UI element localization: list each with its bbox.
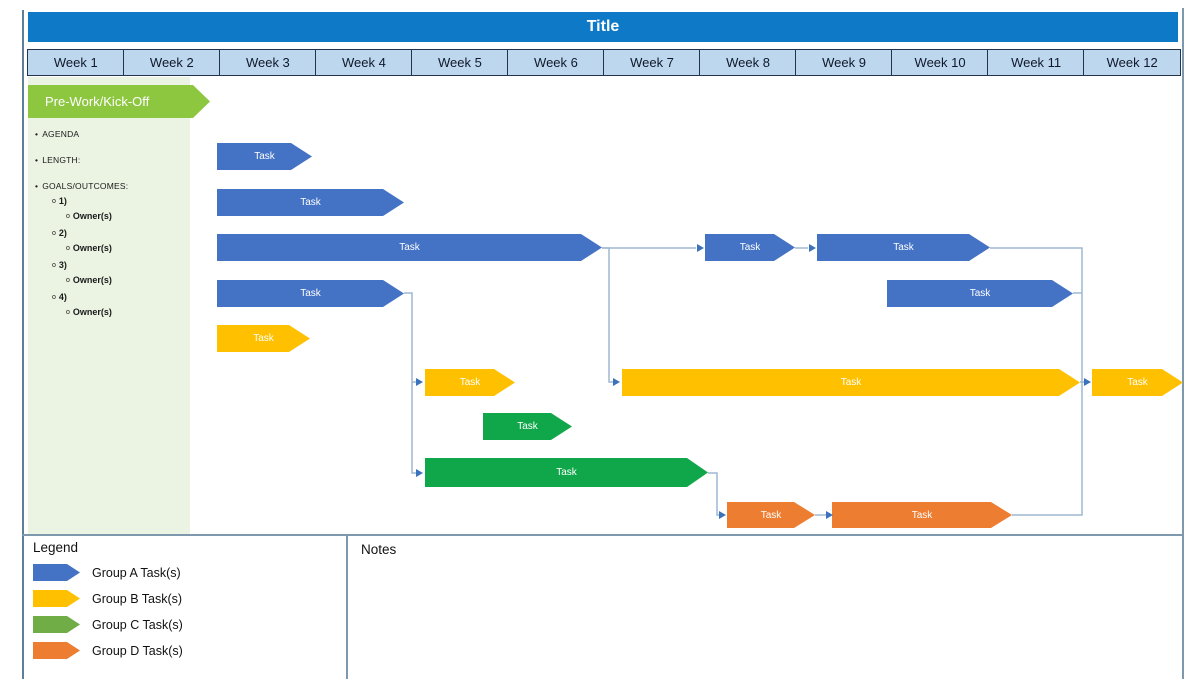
legend-title: Legend — [33, 540, 79, 555]
week-cell: Week 11 — [987, 49, 1085, 76]
week-cell: Week 8 — [699, 49, 797, 76]
sidebar-item: LENGTH: — [35, 155, 190, 166]
legend-swatch-icon — [33, 590, 80, 607]
task-arrow-a2[interactable]: Task — [217, 189, 404, 216]
legend-label: Group C Task(s) — [92, 617, 183, 632]
footer-divider — [22, 534, 1183, 536]
agenda-sidebar: AGENDALENGTH:GOALS/OUTCOMES:1)Owner(s)2)… — [28, 77, 190, 534]
task-arrow-a4[interactable]: Task — [705, 234, 795, 261]
week-cell: Week 2 — [123, 49, 221, 76]
legend-label: Group B Task(s) — [92, 591, 183, 606]
legend-box: Legend Group A Task(s)Group B Task(s)Gro… — [33, 540, 183, 659]
week-cell: Week 10 — [891, 49, 989, 76]
task-arrow-a5[interactable]: Task — [817, 234, 990, 261]
sidebar-item: Owner(s) — [66, 306, 190, 321]
task-arrow-b4[interactable]: Task — [1092, 369, 1183, 396]
task-arrow-d2[interactable]: Task — [832, 502, 1012, 528]
legend-swatch-icon — [33, 642, 80, 659]
page-border-right — [1182, 8, 1184, 679]
sidebar-item: 1) — [52, 195, 190, 210]
week-cell: Week 7 — [603, 49, 701, 76]
legend-notes-divider — [346, 534, 348, 679]
legend-swatch-icon — [33, 616, 80, 633]
legend-swatch-icon — [33, 564, 80, 581]
task-arrow-a6[interactable]: Task — [217, 280, 404, 307]
task-arrow-a7[interactable]: Task — [887, 280, 1073, 307]
task-arrow-c2[interactable]: Task — [425, 458, 708, 487]
week-cell: Week 4 — [315, 49, 413, 76]
week-cell: Week 5 — [411, 49, 509, 76]
task-arrow-b3[interactable]: Task — [622, 369, 1080, 396]
task-arrow-c1[interactable]: Task — [483, 413, 572, 440]
task-arrow-d1[interactable]: Task — [727, 502, 815, 528]
legend-label: Group A Task(s) — [92, 565, 181, 580]
task-arrow-b1[interactable]: Task — [217, 325, 310, 352]
task-arrow-b2[interactable]: Task — [425, 369, 515, 396]
title-bar[interactable]: Title — [28, 12, 1178, 42]
week-cell: Week 6 — [507, 49, 605, 76]
legend-item: Group B Task(s) — [33, 590, 183, 607]
sidebar-item: GOALS/OUTCOMES: — [35, 181, 190, 192]
week-cell: Week 3 — [219, 49, 317, 76]
sidebar-item: 3) — [52, 259, 190, 274]
page-border-left — [22, 10, 24, 679]
task-arrow-a1[interactable]: Task — [217, 143, 312, 170]
legend-item: Group A Task(s) — [33, 564, 183, 581]
notes-title: Notes — [361, 542, 397, 557]
sidebar-item: 4) — [52, 291, 190, 306]
week-cell: Week 12 — [1083, 49, 1181, 76]
prework-kickoff-arrow[interactable]: Pre-Work/Kick-Off — [28, 85, 210, 118]
sidebar-item: AGENDA — [35, 129, 190, 140]
sidebar-item: Owner(s) — [66, 274, 190, 289]
legend-item: Group C Task(s) — [33, 616, 183, 633]
week-cell: Week 9 — [795, 49, 893, 76]
sidebar-item: Owner(s) — [66, 210, 190, 225]
legend-label: Group D Task(s) — [92, 643, 183, 658]
sidebar-item: Owner(s) — [66, 242, 190, 257]
sidebar-item: 2) — [52, 227, 190, 242]
week-cell: Week 1 — [27, 49, 125, 76]
task-arrow-a3[interactable]: Task — [217, 234, 602, 261]
legend-item: Group D Task(s) — [33, 642, 183, 659]
legend-items: Group A Task(s) Group B Task(s) Group C Ta… — [33, 564, 183, 659]
